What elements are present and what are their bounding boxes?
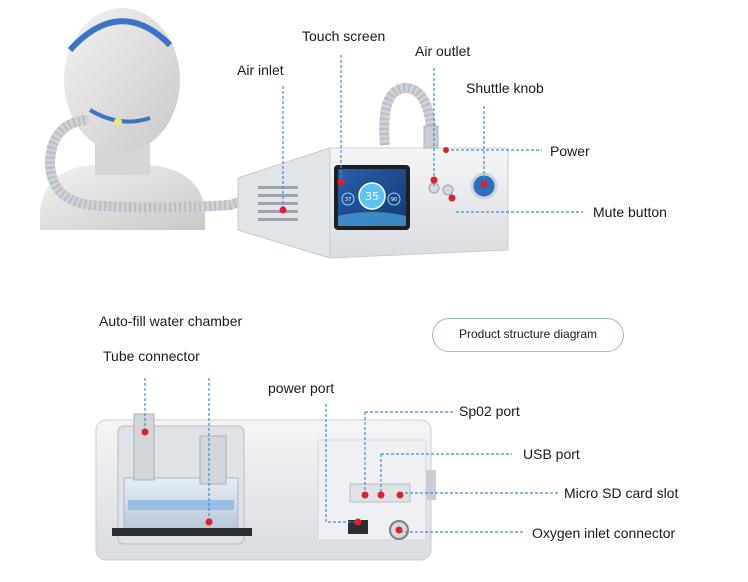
label-micro-sd-card-slot: Micro SD card slot [564,485,678,501]
label-oxygen-inlet-connector: Oxygen inlet connector [532,525,675,541]
label-power-port: power port [268,380,334,396]
diagram-caption: Product structure diagram [432,318,624,352]
label-auto-fill-water-chamber: Auto-fill water chamber [99,313,242,329]
label-usb-port: USB port [523,446,580,462]
device-top: 35 37 90 [238,126,508,258]
device-bottom [96,414,436,560]
screen-reading: 35 [365,190,379,203]
label-air-inlet: Air inlet [237,62,284,78]
label-sp02-port: Sp02 port [459,403,520,419]
label-tube-connector: Tube connector [103,348,200,364]
label-shuttle-knob: Shuttle knob [466,80,544,96]
label-mute-button: Mute button [593,204,667,220]
label-power: Power [550,143,590,159]
screen-left-value: 37 [345,197,351,203]
label-touch-screen: Touch screen [302,28,385,44]
screen-right-value: 90 [391,197,397,203]
label-air-outlet: Air outlet [415,43,470,59]
